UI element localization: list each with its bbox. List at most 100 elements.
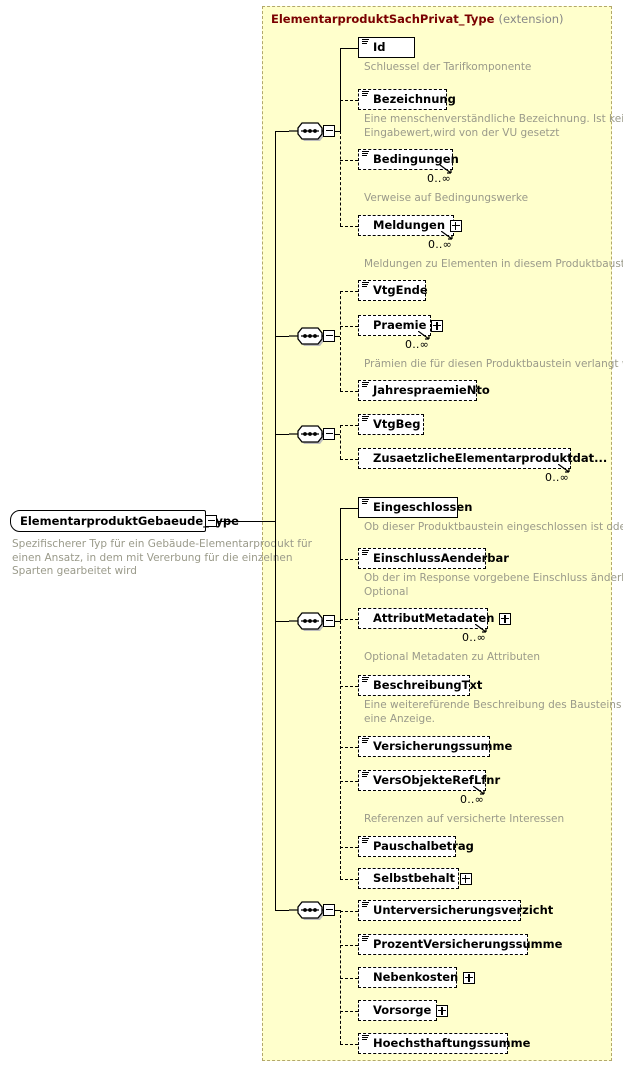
element-node-meldungen[interactable]: Meldungen xyxy=(358,215,463,236)
cardinality-label: 0..∞ xyxy=(545,471,569,484)
element-label: VtgEnde xyxy=(373,282,428,297)
repeat-indicator-icon xyxy=(418,331,430,340)
element-label: Meldungen xyxy=(373,217,446,232)
element-node-vtgende[interactable]: VtgEnde xyxy=(358,280,428,301)
element-node-zusaetzlicheelementarproduktdat[interactable]: ZusaetzlicheElementarproduktdat... xyxy=(358,448,607,469)
element-node-id[interactable]: Id xyxy=(358,37,415,58)
child-connector xyxy=(340,391,358,392)
element-node-beschreibungtxt[interactable]: BeschreibungTxt xyxy=(358,675,482,696)
sequence-compositor-1[interactable] xyxy=(289,325,335,347)
child-connector xyxy=(340,945,358,946)
element-node-pauschalbetrag[interactable]: Pauschalbetrag xyxy=(358,836,474,857)
repeat-indicator-icon xyxy=(475,624,487,633)
element-label: ProzentVersicherungssumme xyxy=(373,936,563,951)
cardinality-label: 0..∞ xyxy=(462,631,486,644)
root-type-node[interactable]: ElementarproduktGebaeude_Type xyxy=(10,510,239,532)
sequence-collapse-icon-1[interactable] xyxy=(323,330,335,342)
element-node-einschlussaenderbar[interactable]: EinschlussAenderbar xyxy=(358,548,509,569)
element-node-vtgbeg[interactable]: VtgBeg xyxy=(358,414,424,435)
branch-stub xyxy=(335,910,340,911)
element-node-bezeichnung[interactable]: Bezeichnung xyxy=(358,89,456,110)
element-label: Selbstbehalt xyxy=(373,870,456,885)
element-description: Verweise auf Bedingungswerke xyxy=(364,192,529,204)
sequence-compositor-3[interactable] xyxy=(289,610,335,632)
expand-icon[interactable] xyxy=(436,1004,449,1017)
child-connector xyxy=(340,978,358,979)
attribute-marker-icon xyxy=(362,902,369,909)
child-connector xyxy=(340,459,358,460)
attribute-marker-icon xyxy=(362,282,369,289)
element-description: Schluessel der Tarifkomponente xyxy=(364,61,532,73)
attribute-marker-icon xyxy=(362,838,369,845)
sequence-collapse-icon-3[interactable] xyxy=(323,615,335,627)
element-description: Eine menschenverständliche Bezeichnung. … xyxy=(364,113,623,139)
expand-icon[interactable] xyxy=(431,319,444,332)
expand-icon[interactable] xyxy=(463,971,476,984)
child-connector xyxy=(340,508,358,510)
root-type-label: ElementarproduktGebaeude_Type xyxy=(20,514,239,528)
repeat-indicator-icon xyxy=(440,165,452,174)
extension-type-name: ElementarproduktSachPrivat_Type xyxy=(271,12,495,26)
child-connector xyxy=(340,911,358,912)
element-label: EinschlussAenderbar xyxy=(373,550,509,565)
element-label: Eingeschlossen xyxy=(373,499,473,514)
element-description: Meldungen zu Elementen in diesem Produkt… xyxy=(364,258,623,270)
element-node-versobjektereflfnr[interactable]: VersObjekteRefLfnr xyxy=(358,770,500,791)
branch-bus-solid xyxy=(340,508,342,621)
attribute-marker-icon xyxy=(362,738,369,745)
child-connector xyxy=(340,686,358,687)
element-node-praemie[interactable]: Praemie xyxy=(358,315,444,336)
child-connector xyxy=(340,425,358,426)
child-connector xyxy=(340,291,358,292)
branch-bus xyxy=(340,131,341,226)
child-connector xyxy=(340,226,358,227)
element-description: Optional Metadaten zu Attributen xyxy=(364,651,540,663)
sequence-compositor-2[interactable] xyxy=(289,423,335,445)
sequence-stub-4 xyxy=(275,910,289,912)
element-label: Bezeichnung xyxy=(373,91,456,106)
root-type-description: Spezifischerer Typ für ein Gebäude-Eleme… xyxy=(12,538,312,577)
element-node-jahrespraemiento[interactable]: JahrespraemieNto xyxy=(358,380,490,401)
sequence-collapse-icon-0[interactable] xyxy=(323,125,335,137)
branch-stub xyxy=(335,336,340,337)
branch-bus xyxy=(340,291,341,391)
element-label: ZusaetzlicheElementarproduktdat... xyxy=(373,450,608,465)
element-node-bedingungen[interactable]: Bedingungen xyxy=(358,149,459,170)
repeat-indicator-icon xyxy=(441,231,453,240)
branch-bus xyxy=(340,910,341,1044)
branch-bus xyxy=(340,621,341,879)
element-label: Praemie xyxy=(373,317,427,332)
child-connector xyxy=(340,326,358,327)
root-collapse-icon[interactable] xyxy=(205,515,217,527)
element-description: Ob dieser Produktbaustein eingeschlossen… xyxy=(364,521,623,533)
element-node-unterversicherungsverzicht[interactable]: Unterversicherungsverzicht xyxy=(358,900,553,921)
element-description: Prämien die für diesen Produktbaustein v… xyxy=(364,358,623,370)
element-node-prozentversicherungssumme[interactable]: ProzentVersicherungssumme xyxy=(358,934,562,955)
element-description: Eine weiterefürende Beschreibung des Bau… xyxy=(364,699,622,725)
root-node-shadow xyxy=(14,532,210,536)
root-connector-line xyxy=(217,521,275,523)
element-node-nebenkosten[interactable]: Nebenkosten xyxy=(358,967,476,988)
sequence-stub-2 xyxy=(275,434,289,436)
attribute-marker-icon xyxy=(362,677,369,684)
element-node-hoechsthaftungssumme[interactable]: Hoechsthaftungssumme xyxy=(358,1033,530,1054)
sequence-collapse-icon-4[interactable] xyxy=(323,904,335,916)
branch-stub xyxy=(335,434,340,435)
element-node-eingeschlossen[interactable]: Eingeschlossen xyxy=(358,497,472,518)
sequence-compositor-4[interactable] xyxy=(289,899,335,921)
element-node-selbstbehalt[interactable]: Selbstbehalt xyxy=(358,868,473,889)
element-label: Unterversicherungsverzicht xyxy=(373,902,554,917)
element-node-versicherungssumme[interactable]: Versicherungssumme xyxy=(358,736,512,757)
expand-icon[interactable] xyxy=(499,612,512,625)
sequence-collapse-icon-2[interactable] xyxy=(323,428,335,440)
expand-icon[interactable] xyxy=(460,872,473,885)
attribute-marker-icon xyxy=(362,936,369,943)
expand-icon[interactable] xyxy=(450,219,463,232)
element-node-attributmetadaten[interactable]: AttributMetadaten xyxy=(358,608,512,629)
element-label: Hoechsthaftungssumme xyxy=(373,1035,531,1050)
sequence-compositor-0[interactable] xyxy=(289,120,335,142)
sequence-stub-0 xyxy=(275,131,289,133)
child-connector xyxy=(340,619,358,620)
element-node-vorsorge[interactable]: Vorsorge xyxy=(358,1000,449,1021)
